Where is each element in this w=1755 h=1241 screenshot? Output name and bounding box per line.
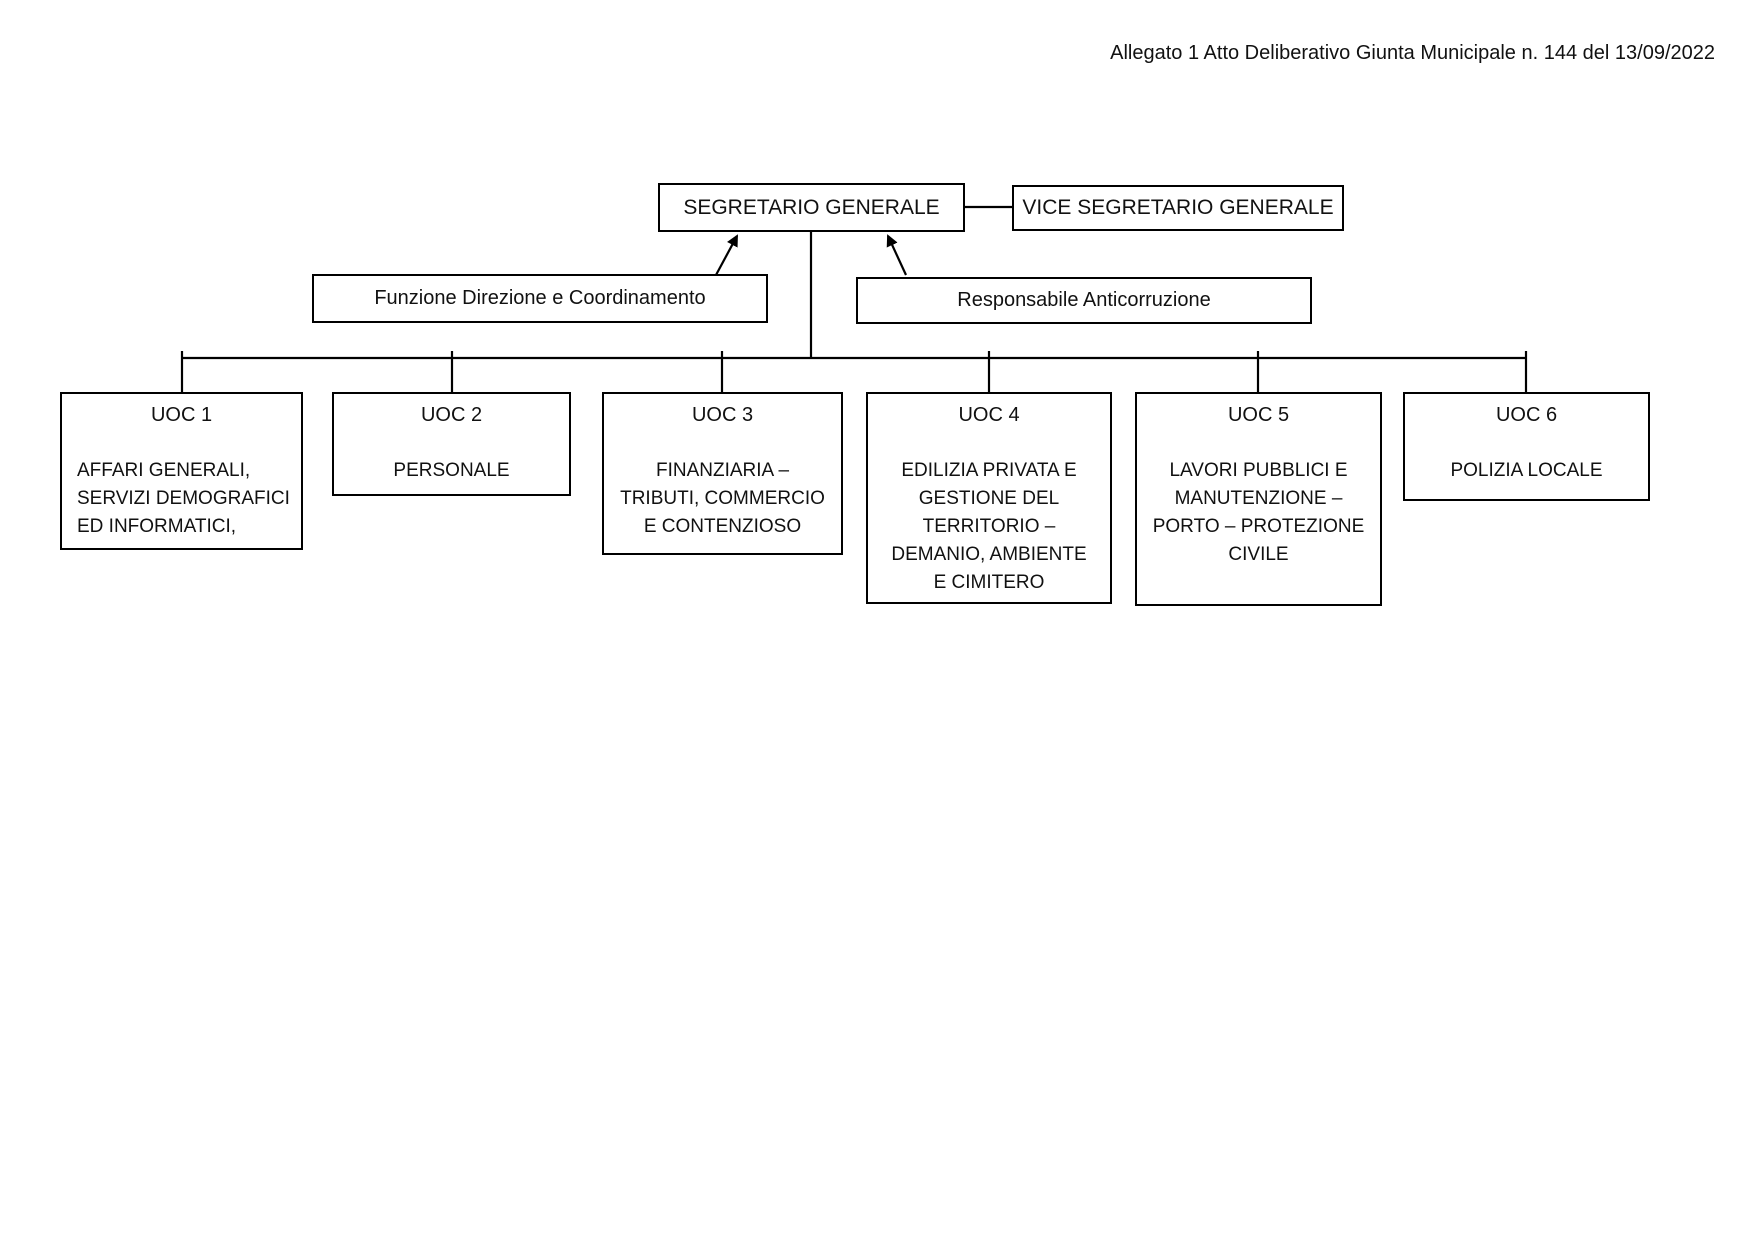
uoc6-box: UOC 6 POLIZIA LOCALE bbox=[1403, 392, 1650, 501]
uoc1-code: UOC 1 bbox=[150, 404, 213, 426]
funzione-direzione-label: Funzione Direzione e Coordinamento bbox=[374, 287, 706, 309]
segretario-generale-box: SEGRETARIO GENERALE bbox=[658, 183, 965, 232]
segretario-generale-label: SEGRETARIO GENERALE bbox=[683, 195, 940, 219]
vice-segretario-generale-label: VICE SEGRETARIO GENERALE bbox=[1022, 196, 1334, 219]
funzione-arrow bbox=[715, 234, 738, 276]
uoc4-box: UOC 4 EDILIZIA PRIVATA E GESTIONE DEL TE… bbox=[866, 392, 1112, 604]
uoc2-box: UOC 2 PERSONALE bbox=[332, 392, 571, 496]
uoc1-description: AFFARI GENERALI, SERVIZI DEMOGRAFICI ED … bbox=[77, 460, 290, 537]
uoc6-code: UOC 6 bbox=[1495, 404, 1558, 426]
uoc4-description: EDILIZIA PRIVATA E GESTIONE DEL TERRITOR… bbox=[891, 460, 1087, 593]
responsabile-anticorruzione-label: Responsabile Anticorruzione bbox=[957, 289, 1211, 311]
uoc5-description: LAVORI PUBBLICI E MANUTENZIONE – PORTO –… bbox=[1152, 460, 1365, 565]
uoc1-box: UOC 1 AFFARI GENERALI, SERVIZI DEMOGRAFI… bbox=[60, 392, 303, 550]
vice-segretario-generale-box: VICE SEGRETARIO GENERALE bbox=[1012, 185, 1344, 231]
uoc2-description: PERSONALE bbox=[393, 460, 510, 481]
header-note: Allegato 1 Atto Deliberativo Giunta Muni… bbox=[1110, 42, 1715, 64]
uoc5-code: UOC 5 bbox=[1227, 404, 1290, 426]
uoc4-code: UOC 4 bbox=[958, 404, 1020, 426]
anticorruzione-arrow bbox=[886, 234, 907, 276]
uoc3-description: FINANZIARIA – TRIBUTI, COMMERCIO E CONTE… bbox=[620, 460, 825, 537]
responsabile-anticorruzione-box: Responsabile Anticorruzione bbox=[856, 277, 1312, 324]
uoc6-description: POLIZIA LOCALE bbox=[1450, 460, 1603, 481]
uoc3-code: UOC 3 bbox=[691, 404, 754, 426]
uoc3-box: UOC 3 FINANZIARIA – TRIBUTI, COMMERCIO E… bbox=[602, 392, 843, 555]
uoc2-code: UOC 2 bbox=[420, 404, 483, 426]
uoc5-box: UOC 5 LAVORI PUBBLICI E MANUTENZIONE – P… bbox=[1135, 392, 1382, 606]
funzione-direzione-box: Funzione Direzione e Coordinamento bbox=[312, 274, 768, 323]
